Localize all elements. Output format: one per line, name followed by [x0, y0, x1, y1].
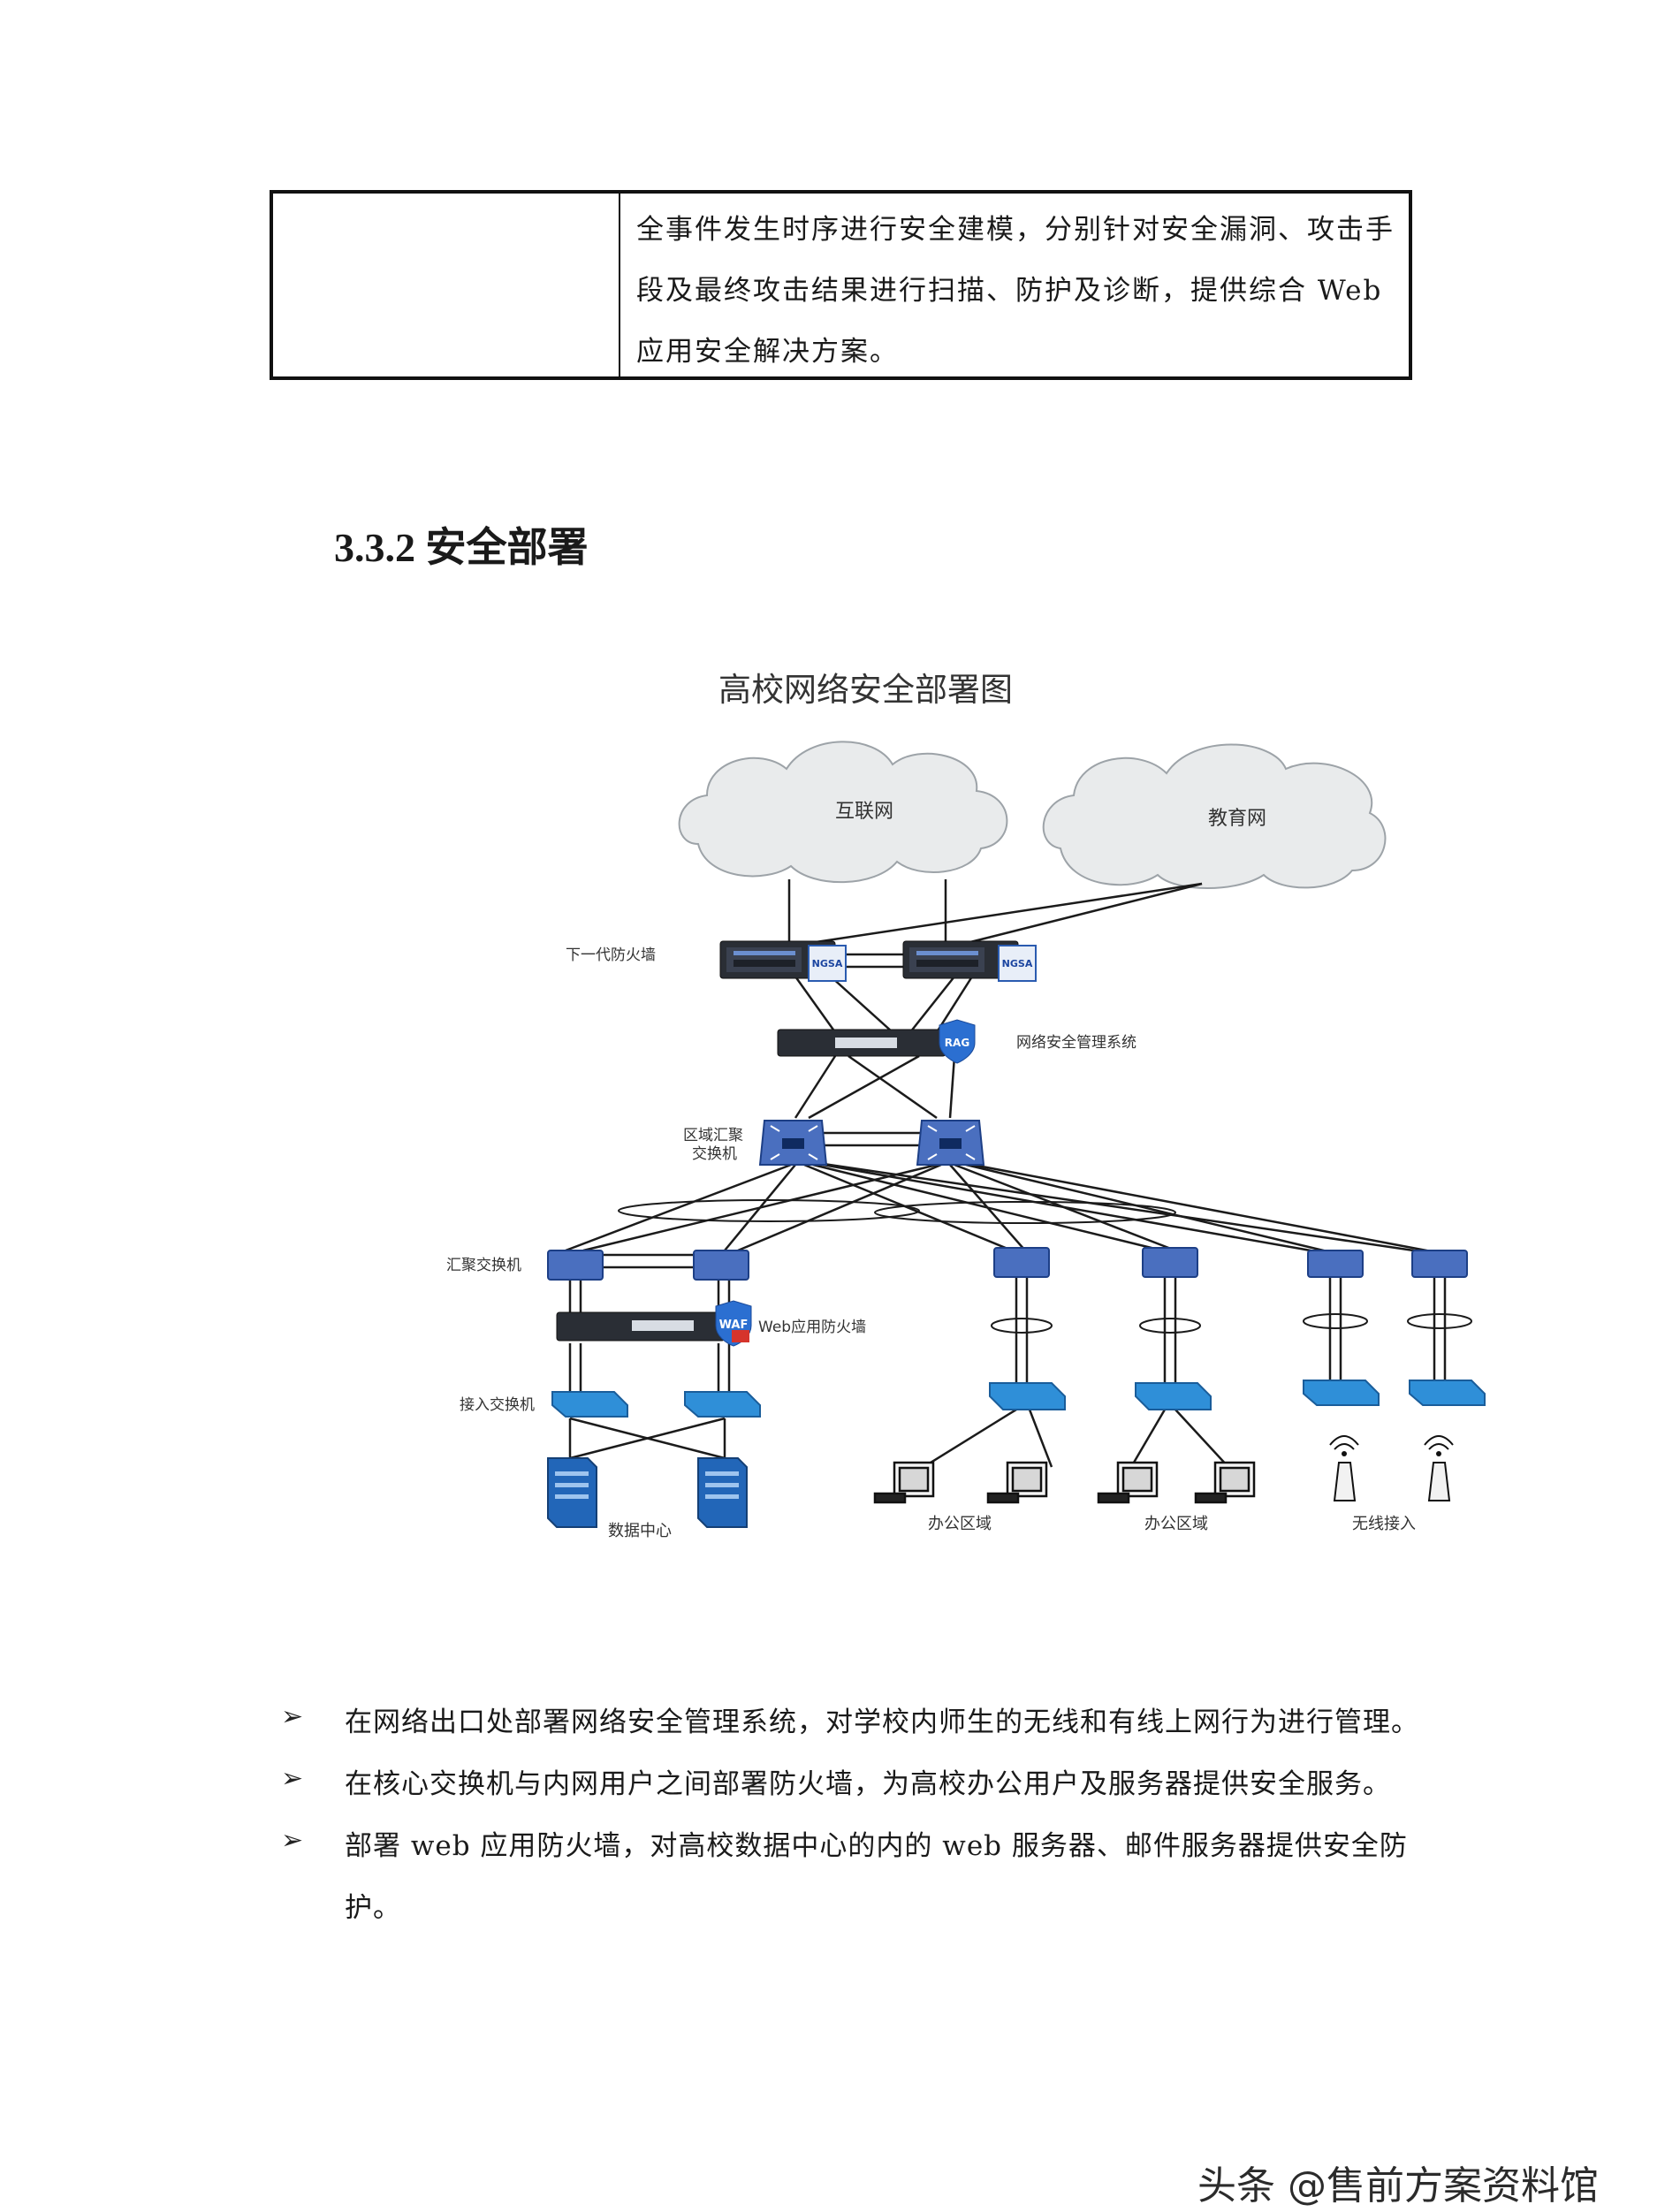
link-bundle-ellipses [618, 1199, 1472, 1334]
ngfw-label: 下一代防火墙 [566, 946, 656, 964]
access-switches [551, 1380, 1486, 1418]
server-2-icon [697, 1457, 748, 1528]
bullet-marker-3: ➢ [281, 1825, 304, 1856]
core-switch-1-icon [758, 1120, 828, 1166]
waf-label: Web应用防火墙 [758, 1319, 866, 1336]
waf-appliance-icon: WAF [556, 1300, 752, 1347]
bullet-marker-1: ➢ [281, 1701, 304, 1732]
section-heading: 3.3.2 安全部署 [334, 525, 589, 570]
bullet-text-3-line2: 护。 [345, 1892, 401, 1924]
table-line: 应用安全解决方案。 [636, 336, 899, 368]
office1-label: 办公区域 [928, 1515, 992, 1533]
access-switch-wl-2-icon [1409, 1380, 1486, 1406]
description-table [270, 190, 1412, 380]
agg-switch-office-2-icon [1142, 1247, 1198, 1278]
watermark: 头条 @售前方案资料馆 [1197, 2163, 1599, 2208]
agg-switch-dc-1-icon [547, 1250, 604, 1281]
agg-label: 汇聚交换机 [446, 1257, 521, 1274]
pc-icon [873, 1461, 935, 1504]
wireless-label: 无线接入 [1352, 1515, 1416, 1533]
agg-switch-wl-1-icon [1307, 1250, 1364, 1278]
internet-cloud-icon [678, 741, 1008, 884]
office2-label: 办公区域 [1144, 1515, 1208, 1533]
table-line: 全事件发生时序进行安全建模，分别针对安全漏洞、攻击手 [636, 214, 1395, 246]
bullet-text-1: 在网络出口处部署网络安全管理系统，对学校内师生的无线和有线上网行为进行管理。 [345, 1707, 1419, 1738]
security-management-appliance-icon: RAG [777, 1019, 976, 1064]
edu-label: 教育网 [1208, 808, 1266, 830]
agg-switch-dc-2-icon [693, 1250, 749, 1281]
pc-icon [1194, 1461, 1256, 1504]
waf-badge: WAF [719, 1319, 749, 1332]
internet-label: 互联网 [835, 801, 893, 823]
access-switch-wl-1-icon [1303, 1380, 1380, 1406]
diagram-title: 高校网络安全部署图 [718, 671, 1013, 709]
access-switch-office-2-icon [1135, 1382, 1212, 1410]
core-label-line2: 交换机 [692, 1145, 737, 1163]
agg-switch-wl-2-icon [1411, 1250, 1468, 1278]
bullet-text-2: 在核心交换机与内网用户之间部署防火墙，为高校办公用户及服务器提供安全服务。 [345, 1768, 1391, 1800]
server-1-icon [547, 1457, 597, 1528]
network-diagram: 互联网 教育网 [446, 741, 1486, 1540]
table-divider [619, 194, 620, 376]
firewall-1-icon: NGSA [719, 940, 847, 982]
firewall-1-badge: NGSA [812, 958, 843, 969]
rag-badge: RAG [945, 1037, 969, 1049]
table-line: 段及最终攻击结果进行扫描、防护及诊断，提供综合 Web [636, 275, 1383, 307]
firewall-2-icon: NGSA [902, 940, 1037, 982]
firewall-2-badge: NGSA [1002, 958, 1033, 969]
access-switch-dc-2-icon [684, 1391, 761, 1418]
office-pcs [873, 1461, 1256, 1504]
datacenter-label: 数据中心 [608, 1522, 672, 1540]
pc-icon [986, 1461, 1048, 1504]
access-switch-dc-1-icon [551, 1391, 628, 1418]
access-switch-office-1-icon [989, 1382, 1066, 1410]
pc-icon [1097, 1461, 1159, 1504]
bullet-marker-2: ➢ [281, 1763, 304, 1794]
agg-switch-office-1-icon [993, 1247, 1050, 1278]
rag-label: 网络安全管理系统 [1016, 1034, 1136, 1052]
bullet-text-3-line1: 部署 web 应用防火墙，对高校数据中心的内的 web 服务器、邮件服务器提供安… [345, 1830, 1408, 1862]
access-label: 接入交换机 [460, 1396, 535, 1414]
wireless-ap-1-icon [1329, 1435, 1359, 1501]
table-right-cell: 全事件发生时序进行安全建模，分别针对安全漏洞、攻击手 段及最终攻击结果进行扫描、… [636, 200, 1396, 383]
wireless-ap-2-icon [1424, 1435, 1454, 1501]
core-label-line1: 区域汇聚 [683, 1127, 743, 1144]
edu-cloud-icon [1042, 743, 1387, 889]
aggregation-switches [547, 1247, 1468, 1281]
core-switch-2-icon [916, 1120, 985, 1166]
